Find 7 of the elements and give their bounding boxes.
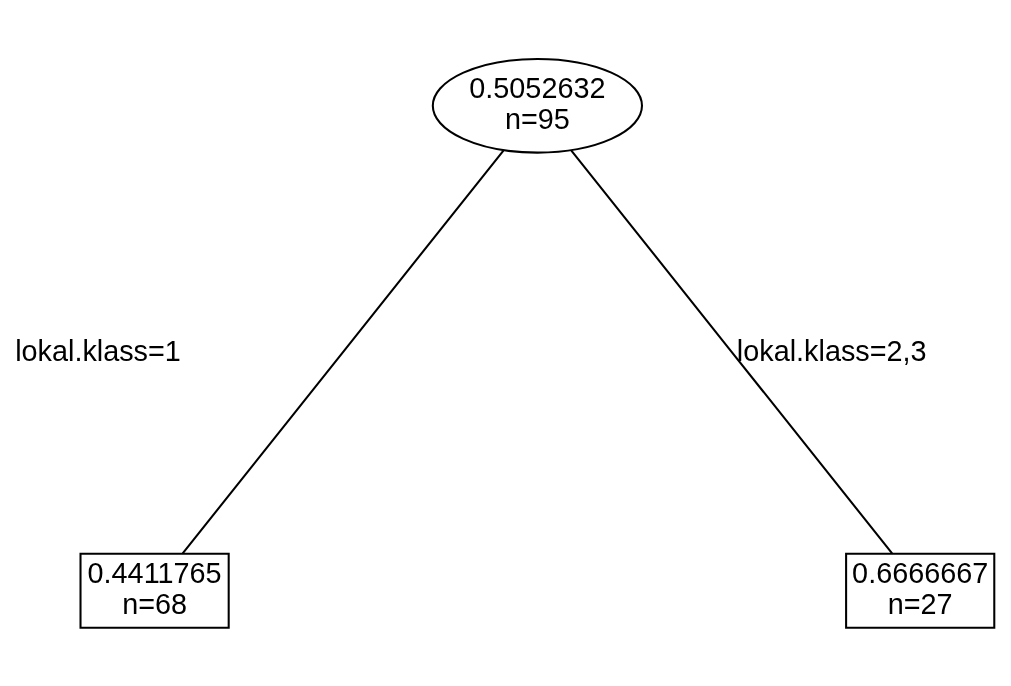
node-box: 0.6666667 n=27 bbox=[845, 552, 996, 629]
node-box: 0.4411765 n=68 bbox=[79, 552, 230, 629]
node-ellipse: 0.5052632 n=95 bbox=[431, 57, 643, 154]
connector bbox=[570, 149, 893, 554]
connector bbox=[181, 149, 505, 554]
edge-label: lokal.klass=1 bbox=[15, 334, 181, 367]
edge-label: lokal.klass=2,3 bbox=[736, 334, 927, 367]
